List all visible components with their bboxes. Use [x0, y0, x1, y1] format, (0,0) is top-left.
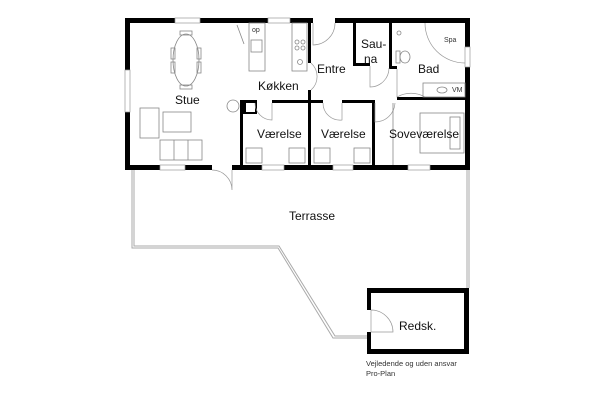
terrace-door-gap — [212, 165, 232, 170]
fixture-label-op: op — [252, 27, 260, 34]
room-label-sauna-1: Sau- — [361, 37, 387, 51]
shed-walls — [367, 288, 469, 354]
living-furniture — [139, 30, 240, 161]
door-swings — [254, 22, 466, 123]
windows — [124, 17, 471, 171]
room-label-sovevaerelse: Soveværelse — [389, 127, 460, 141]
room-label-terrasse: Terrasse — [289, 209, 336, 223]
room-label-vaerelse-1: Værelse — [257, 127, 302, 141]
room-label-bad: Bad — [418, 62, 440, 76]
room-label-kokken: Køkken — [258, 79, 299, 93]
bath-fixtures — [395, 30, 466, 98]
disclaimer-text: Vejledende og uden ansvar — [366, 359, 457, 368]
room-label-entre: Entre — [317, 62, 346, 76]
terrace-outline — [131, 170, 470, 339]
terrace-door-swing — [211, 169, 233, 191]
room-label-redsk: Redsk. — [399, 319, 437, 333]
room-label-sauna-2: na — [364, 52, 378, 66]
room-label-vaerelse-2: Værelse — [321, 127, 366, 141]
shed-door-swing — [370, 309, 394, 333]
fixture-label-spa: Spa — [444, 37, 457, 44]
room-label-stue: Stue — [175, 93, 200, 107]
beds — [245, 103, 465, 165]
interior-walls — [240, 23, 465, 165]
brand-text: Pro-Plan — [366, 369, 396, 378]
fixture-label-vm: VM — [452, 87, 463, 94]
kitchen-furniture — [236, 22, 308, 72]
